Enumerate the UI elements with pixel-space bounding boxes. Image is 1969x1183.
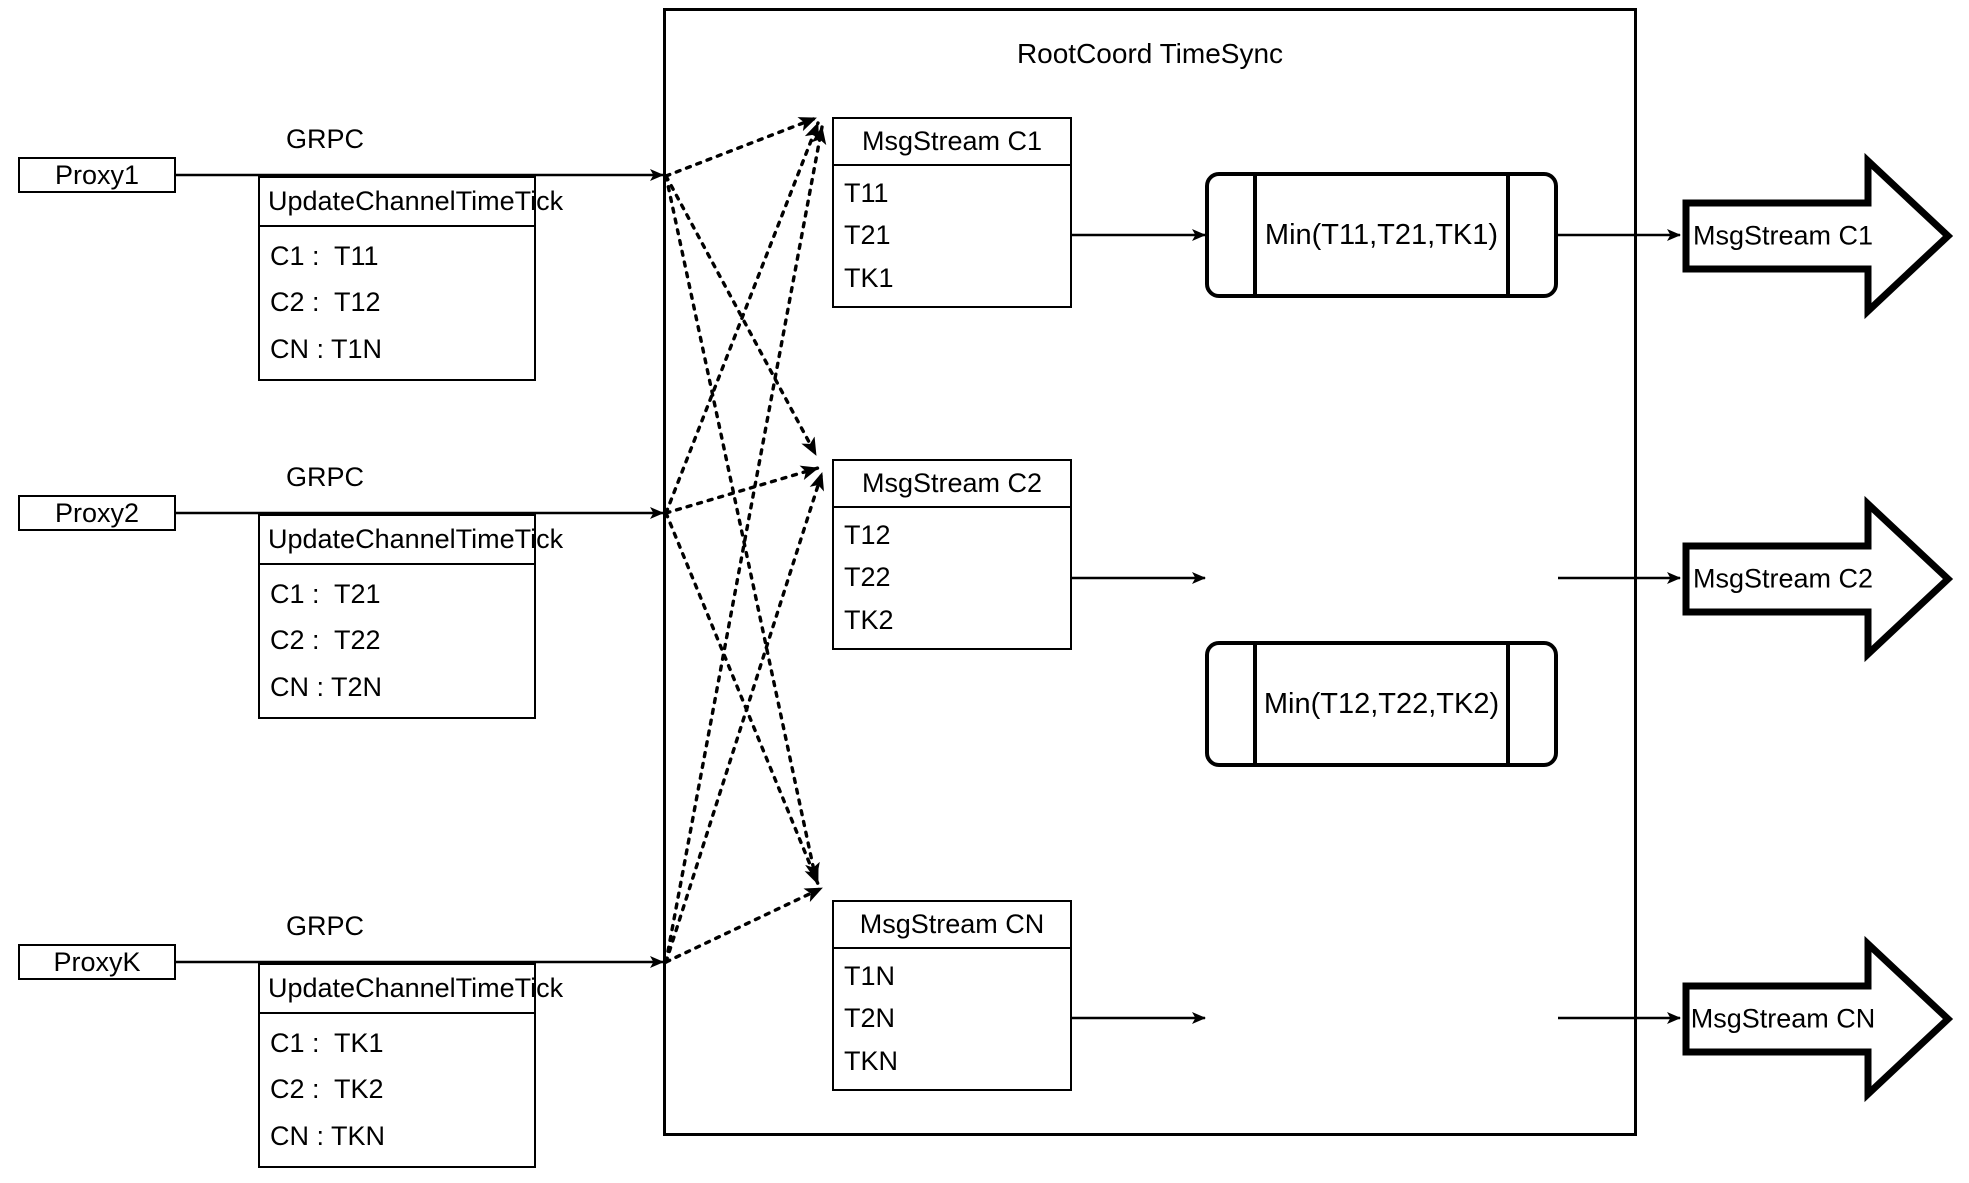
process-divider-right (1506, 641, 1510, 767)
card-row: C2 : TK2 (270, 1074, 384, 1105)
msgstream-row: TKN (844, 1046, 898, 1077)
output-label-1: MsgStream C1 (1692, 220, 1874, 251)
process-divider-left (1253, 641, 1257, 767)
min-process-2: Min(T12,T22,TK2) (1205, 641, 1558, 767)
card-row: C1 : TK1 (270, 1027, 384, 1058)
grpc-label-3: GRPC (285, 911, 364, 941)
update-channel-timetick-card-3: UpdateChannelTimeTick C1 : TK1 C2 : TK2 … (258, 963, 563, 1168)
card-row: C2 : T12 (270, 287, 381, 318)
min-process-label-2: Min(T12,T22,TK2) (1263, 687, 1500, 720)
card-row: C1 : T21 (270, 578, 381, 609)
proxy-box-1[interactable]: Proxy1 (18, 157, 176, 193)
output-label-3: MsgStream CN (1690, 1003, 1876, 1034)
msgstream-title-2: MsgStream C2 (834, 461, 1070, 508)
output-block-arrow-1: MsgStream C1 (1682, 152, 1954, 320)
output-block-arrow-2: MsgStream C2 (1682, 495, 1954, 663)
process-divider-left (1253, 172, 1257, 298)
proxy-box-2[interactable]: Proxy2 (18, 495, 176, 531)
output-block-arrow-3: MsgStream CN (1682, 935, 1954, 1103)
card-row: CN : T1N (270, 334, 383, 365)
card-title-1: UpdateChannelTimeTick (260, 178, 563, 227)
grpc-label-2: GRPC (285, 462, 364, 492)
msgstream-title-1: MsgStream C1 (834, 119, 1070, 166)
msgstream-row: T22 (844, 562, 891, 593)
msgstream-row: T2N (844, 1003, 896, 1034)
msgstream-buffer-3: MsgStream CN T1N T2N TKN (832, 900, 1072, 1091)
card-row: CN : T2N (270, 672, 383, 703)
grpc-label-1: GRPC (285, 124, 364, 154)
update-channel-timetick-card-2: UpdateChannelTimeTick C1 : T21 C2 : T22 … (258, 514, 563, 719)
card-row: C2 : T22 (270, 625, 381, 656)
update-channel-timetick-card-1: UpdateChannelTimeTick C1 : T11 C2 : T12 … (258, 176, 563, 381)
min-process-label-1: Min(T11,T21,TK1) (1264, 218, 1499, 251)
block-arrow-icon (1682, 152, 1954, 320)
block-arrow-icon (1682, 935, 1954, 1103)
card-row: C1 : T11 (270, 240, 379, 271)
card-title-2: UpdateChannelTimeTick (260, 516, 563, 565)
process-divider-right (1506, 172, 1510, 298)
proxy-box-3[interactable]: ProxyK (18, 944, 176, 980)
msgstream-buffer-2: MsgStream C2 T12 T22 TK2 (832, 459, 1072, 650)
output-label-2: MsgStream C2 (1692, 563, 1874, 594)
msgstream-title-3: MsgStream CN (834, 902, 1070, 949)
container-title: RootCoord TimeSync (1016, 38, 1284, 69)
card-row: CN : TKN (270, 1121, 386, 1152)
msgstream-buffer-1: MsgStream C1 T11 T21 TK1 (832, 117, 1072, 308)
msgstream-row: T1N (844, 960, 896, 991)
msgstream-row: T11 (844, 177, 889, 208)
msgstream-row: TK2 (844, 605, 894, 636)
msgstream-row: TK1 (844, 263, 894, 294)
min-process-1: Min(T11,T21,TK1) (1205, 172, 1558, 298)
block-arrow-icon (1682, 495, 1954, 663)
msgstream-row: T12 (844, 519, 891, 550)
card-title-3: UpdateChannelTimeTick (260, 965, 563, 1014)
msgstream-row: T21 (844, 220, 891, 251)
